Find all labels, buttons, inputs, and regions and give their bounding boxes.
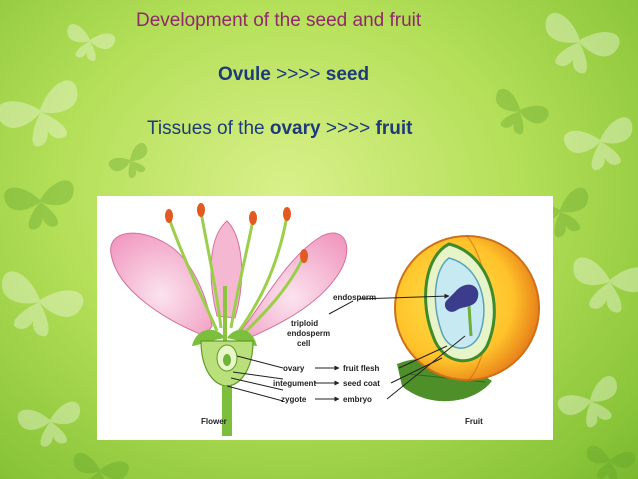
butterfly-icon [566,255,638,318]
label-endosperm: endosperm [333,293,376,302]
caption-fruit: Fruit [465,417,483,426]
label-fruit-flesh: fruit flesh [343,364,380,373]
butterfly-icon [582,444,637,479]
label-integument: integument [273,379,316,388]
ovule-term: Ovule [218,64,271,85]
label-seed-coat: seed coat [343,379,380,388]
label-triploid: triploid [291,319,318,328]
butterfly-icon [0,268,86,346]
label-endosperm-cell-1: endosperm [287,329,330,338]
label-zygote: zygote [281,395,307,404]
butterfly-icon [555,373,630,437]
butterfly-icon [0,77,92,157]
butterfly-icon [3,179,79,233]
butterfly-icon [107,141,157,186]
arrow-text: >>>> [276,64,321,85]
ovary-term: ovary [269,118,321,139]
line-prefix: Tissues of the [147,118,265,139]
label-ovary: ovary [283,364,305,373]
butterfly-icon [67,451,131,479]
flower-illustration [110,203,348,436]
label-embryo: embryo [343,395,372,404]
ovary-to-fruit-line: Tissues of the ovary >>>> fruit [147,118,412,140]
butterfly-icon [485,86,551,143]
butterfly-icon [533,10,623,83]
butterfly-icon [16,400,86,451]
caption-flower: Flower [201,417,227,426]
seed-term: seed [325,64,370,85]
butterfly-icon [61,22,117,66]
butterfly-icon [562,115,638,177]
diagram-svg: endosperm triploid endosperm cell ovary … [110,203,540,436]
label-endosperm-cell-2: cell [297,339,310,348]
ovule-to-seed-line: Ovule >>>> seed [218,64,369,86]
slide-title: Development of the seed and fruit [136,10,422,31]
arrow-text: >>>> [325,118,371,139]
anther-icon [165,203,308,263]
flower-fruit-diagram: endosperm triploid endosperm cell ovary … [97,196,553,440]
fruit-term: fruit [375,118,413,139]
peach-fruit-illustration [394,235,540,402]
